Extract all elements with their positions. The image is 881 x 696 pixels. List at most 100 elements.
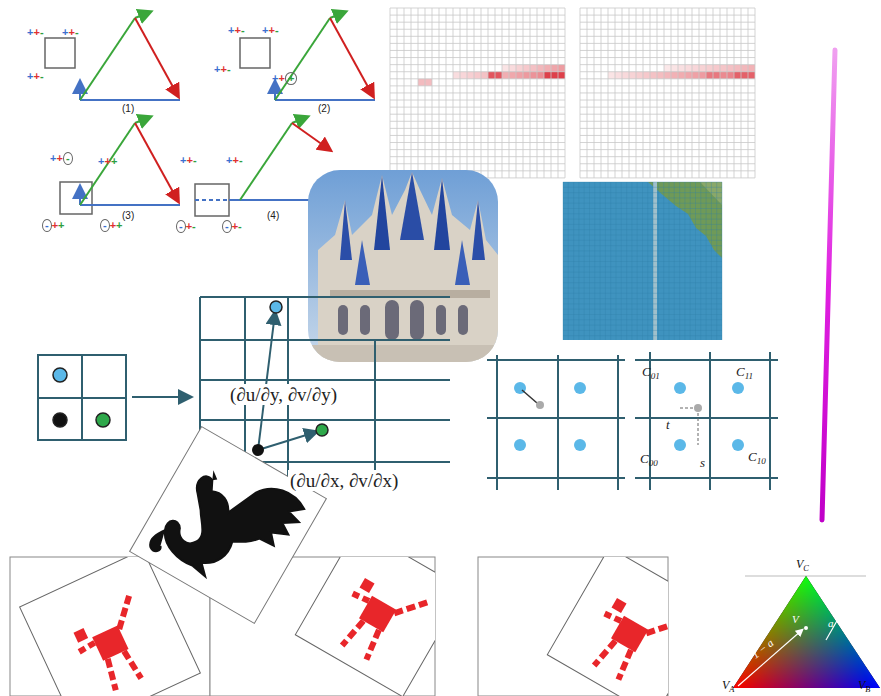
shape [38,397,126,399]
grid-line [580,92,755,93]
pixel-line [563,219,722,220]
pixel-line [563,187,722,188]
grid-cell [650,72,657,79]
grid-line [390,29,565,30]
shape [275,18,330,100]
sign-pattern: ++- [27,27,44,38]
grid-line [580,177,755,178]
grid-cell [748,72,755,79]
shape [547,557,668,696]
grid-line [390,107,565,108]
shape [804,626,808,630]
pixel-line [563,182,564,340]
terrain-patch [563,182,722,340]
shape [563,182,722,340]
derivative-label: (∂u/∂y, ∂v/∂y) [228,384,339,405]
shape [316,424,328,436]
shape [700,182,722,205]
shape [135,123,178,201]
raster-grids [390,8,755,178]
pixel-line [563,240,722,241]
pixel-line [690,182,691,340]
shape [635,477,778,479]
grid-cell [558,72,565,79]
pixel-line [722,182,723,340]
sign-pattern: -+- [176,220,196,233]
grid-line [390,114,565,115]
pixel-line [637,182,638,340]
shape [733,576,880,688]
shape [96,413,110,427]
grid-cell [685,65,692,72]
sign-pattern: -++ [100,219,123,232]
shape [674,382,686,394]
shape [547,557,668,696]
grid-cell [741,72,748,79]
shape [745,576,866,577]
grid-cell [523,72,530,79]
grid-line [580,107,755,108]
shape [275,99,375,101]
dragon-tile [130,427,327,624]
grid-line [390,149,565,150]
pixel-line [563,197,722,198]
grid-cell [530,65,537,72]
grid-cell [727,65,734,72]
grid-line [390,156,565,157]
grid-cell [425,79,432,86]
shape [20,557,201,696]
barycentric-label: a [828,618,834,629]
shape [617,355,619,490]
pixel-line [563,261,722,262]
grid-line [580,149,755,150]
rotated-frames [10,527,717,696]
shape [514,439,526,451]
grid-line [580,114,755,115]
grid-line [390,43,565,44]
sampling-grids [38,297,778,500]
shape [135,117,150,123]
shape [308,345,498,362]
shape [769,352,771,490]
panel-number: (1) [122,104,134,114]
shape [295,557,435,696]
grid-cell [509,72,516,79]
sign-pattern: +++ [272,72,297,85]
weight-label: t [666,418,670,431]
shape [80,204,180,206]
shape [732,439,744,451]
grid-cell [488,72,495,79]
shape [295,557,435,696]
shape [536,401,544,409]
pixel-line [563,288,722,289]
grid-cell [748,65,755,72]
shape [200,379,450,381]
grid-cell [741,65,748,72]
grid-line [580,142,755,143]
shape [20,557,201,696]
shape [400,172,424,240]
sign-pattern: ++- [180,155,197,166]
shape [434,178,450,250]
shape [826,612,842,640]
shape [195,184,229,216]
shape [292,123,330,150]
grid-cell [537,65,544,72]
grid-cell [713,65,720,72]
pixel-line [684,182,685,340]
grid-cell [551,65,558,72]
grid-line [390,64,565,65]
shape [338,300,468,340]
grid-line [390,15,565,16]
pixel-line [563,303,722,304]
shape [472,200,485,260]
grid-cell [516,65,523,72]
pixel-line [563,203,722,204]
pixel-line [674,182,675,340]
grid-cell [699,72,706,79]
grid-line [390,121,565,122]
shape [709,352,711,490]
pixel-line [642,182,643,340]
shape [738,630,802,686]
grid-cell [460,72,467,79]
